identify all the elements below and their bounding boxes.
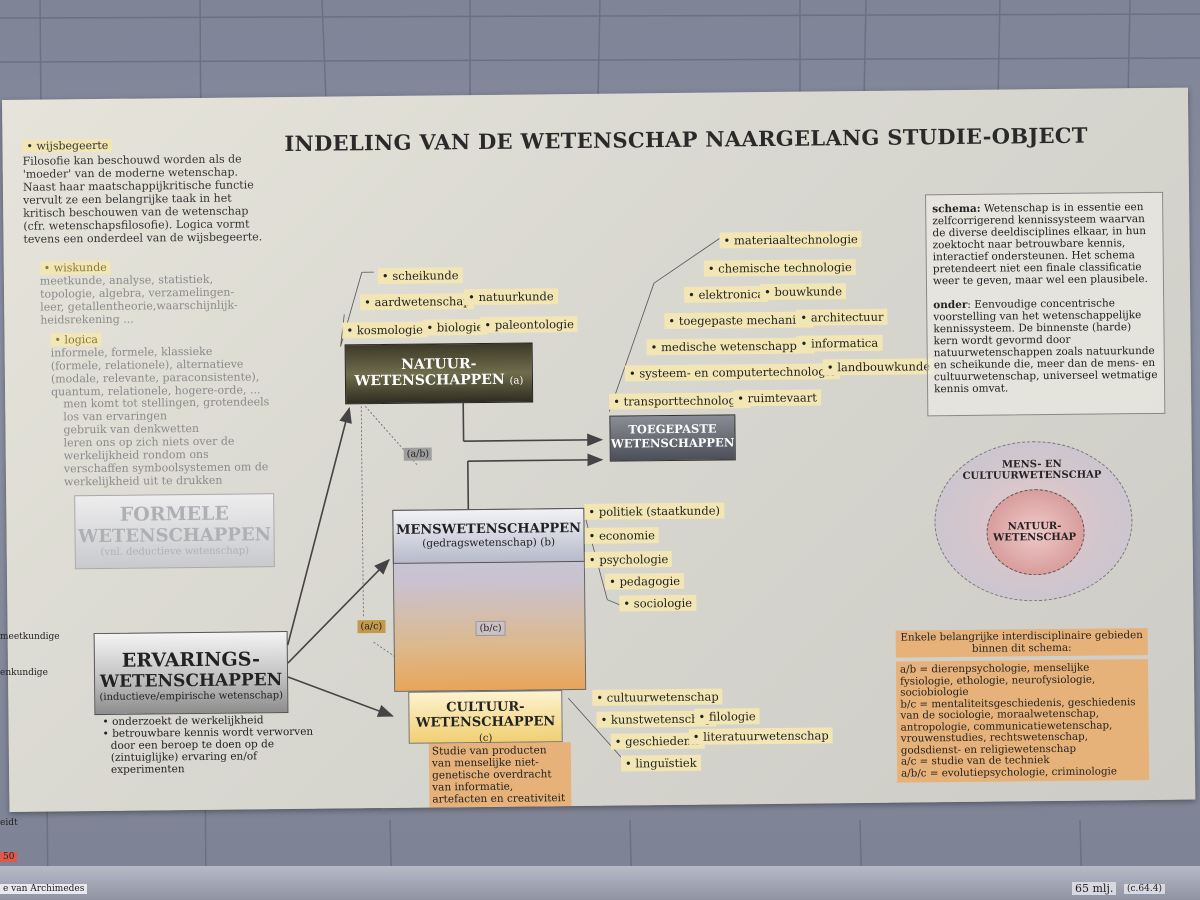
outer-circle-label: MENS- EN CULTUURWETENSCHAP (962, 458, 1102, 482)
tag-literatuurwetenschap: literatuurwetenschap (688, 727, 833, 745)
tag-politiek: politiek (staatkunde) (584, 502, 725, 520)
edge-text: enkundige (0, 668, 48, 678)
tag-economie: economie (584, 527, 660, 544)
schema-label-1: schema: (932, 202, 981, 216)
tag-medische-wetenschappen: medische wetenschappen (646, 337, 816, 356)
tag-chemische-technologie: chemische technologie (703, 259, 856, 277)
tag-kosmologie: kosmologie (342, 321, 428, 339)
list-item: b/c = mentaliteitsgeschiedenis, geschied… (900, 695, 1136, 757)
natuur-title-2: WETENSCHAPPEN (354, 371, 505, 390)
schema-explanation: schema: Wetenschap is in essentie een ze… (925, 191, 1166, 417)
inner-circle-label: NATUUR- WETENSCHAP (993, 520, 1077, 544)
edge-text: 50 (0, 852, 18, 862)
edge-text: 65 mlj. (1072, 882, 1117, 895)
tag-filologie: filologie (694, 708, 760, 725)
tag-sociologie: sociologie (619, 594, 697, 612)
tag-pedagogie: pedagogie (604, 572, 685, 590)
tag-paleontologie: paleontologie (480, 315, 578, 334)
interdisciplinary-list: a/b = dierenpsychologie, menselijke fysi… (895, 659, 1150, 783)
menswetenschappen-box: MENSWETENSCHAPPEN (gedragswetenschap) (b… (392, 507, 585, 564)
tag-systeem-computertechnologie: systeem- en computertechnologie (624, 363, 841, 382)
tag-natuurkunde: natuurkunde (464, 288, 558, 306)
tag-linguistiek: linguïstiek (620, 754, 701, 772)
schema-text-1: Wetenschap is in essentie een zelfcorrig… (932, 201, 1149, 288)
toegepaste-wetenschappen-box: TOEGEPASTE WETENSCHAPPEN (609, 414, 736, 462)
edge-text: eidt (0, 818, 18, 828)
list-item: a/b = dierenpsychologie, menselijke fysi… (899, 661, 1096, 699)
tag-landbouwkunde: landbouwkunde (822, 358, 935, 376)
schema-label-2: onder (933, 298, 968, 312)
cultuur-note: Studie van producten van menselijke niet… (428, 742, 572, 808)
tag-bouwkunde: bouwkunde (759, 283, 847, 301)
poster: INDELING VAN DE WETENSCHAP NAARGELANG ST… (2, 87, 1196, 812)
link-label-bc: (b/c) (475, 620, 506, 637)
cultuurwetenschappen-box: CULTUUR- WETENSCHAPPEN (c) (408, 690, 563, 744)
tag-architectuur: architectuur (796, 308, 888, 326)
link-label-ab: (a/b) (403, 447, 433, 461)
edge-text: meetkundige (0, 632, 60, 642)
tag-materiaaltechnologie: materiaaltechnologie (719, 231, 862, 249)
natuurwetenschappen-box: NATUUR- WETENSCHAPPEN (a) (344, 342, 534, 405)
interdisciplinary-box: Enkele belangrijke interdisciplinaire ge… (895, 628, 1150, 783)
cultuur-title-2: WETENSCHAPPEN (415, 714, 556, 731)
tag-transporttechnologie: transporttechnologie (609, 392, 751, 410)
tag-aardwetenschap: aardwetenschap (360, 293, 475, 311)
bottom-strip (0, 866, 1200, 900)
toegepaste-title-1: TOEGEPASTE (628, 421, 717, 437)
cultuur-title-1: CULTUUR- (446, 699, 525, 716)
tag-informatica: informatica (796, 334, 883, 352)
schema-text-2: : Eenvoudige concentrische voorstelling … (933, 297, 1158, 396)
natuur-title-1: NATUUR- (401, 356, 477, 373)
tag-cultuurwetenschap: cultuurwetenschap (592, 688, 723, 706)
tag-biologie: biologie (422, 318, 488, 336)
natuur-suffix: (a) (509, 375, 524, 387)
tag-ruimtevaart: ruimtevaart (733, 389, 821, 407)
mens-sub: (gedragswetenschap) (b) (422, 536, 556, 550)
tag-toegepaste-mechanica: toegepaste mechanica (664, 311, 814, 330)
link-label-ac: (a/c) (357, 620, 386, 634)
edge-text: (c.64.4) (1124, 884, 1165, 894)
tag-scheikunde: scheikunde (377, 267, 463, 285)
tag-psychologie: psychologie (584, 551, 673, 568)
list-item: a/b/c = evolutiepsychologie, criminologi… (901, 764, 1117, 780)
tag-elektronica: elektronica (683, 285, 769, 303)
mens-title: MENSWETENSCHAPPEN (395, 520, 582, 538)
interdisciplinary-title: Enkele belangrijke interdisciplinaire ge… (895, 628, 1148, 658)
edge-text: e van Archimedes (0, 884, 88, 894)
toegepaste-title-2: WETENSCHAPPEN (610, 435, 735, 451)
